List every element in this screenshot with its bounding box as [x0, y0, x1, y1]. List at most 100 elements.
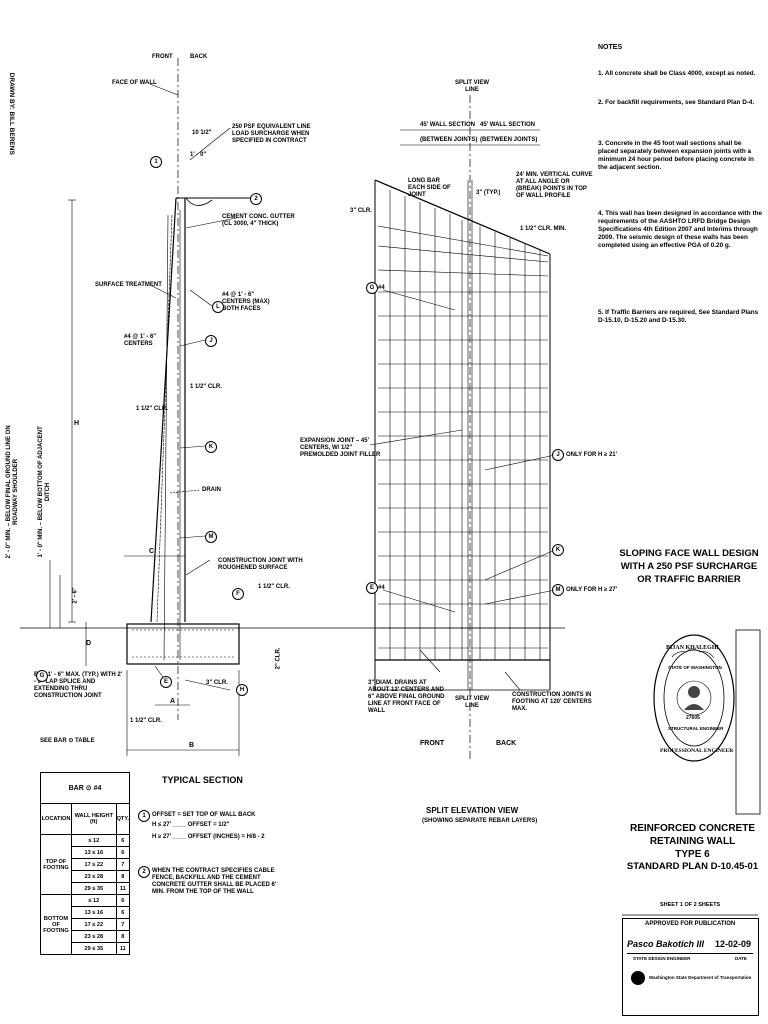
notes-title: NOTES — [598, 44, 623, 51]
bar-table-header-qty: QTY. — [115, 803, 131, 835]
typ-label: 3" (TYP.) — [476, 190, 501, 196]
offset-note-2: H ≤ 27' ____ OFFSET = 1/2" — [152, 822, 230, 828]
only-for-j-label: ONLY FOR H ≥ 21' — [566, 452, 618, 458]
marker-offset-1: 1 — [138, 810, 150, 822]
offset-note-1: OFFSET = SET TOP OF WALL BACK — [152, 812, 256, 818]
engineer-seal — [653, 634, 735, 762]
marker-1: 1 — [150, 156, 162, 168]
marker-elev-j: J — [552, 449, 564, 461]
typical-section-title: TYPICAL SECTION — [162, 775, 243, 785]
dim-1-0-label: 1' - 0" — [190, 152, 207, 158]
expansion-joint-note: EXPANSION JOINT – 45' CENTERS, W/ 1/2" P… — [300, 438, 381, 458]
table-cell: 8 — [115, 870, 131, 883]
bar-b-note: B @ 1' - 6" MAX. (TYP.) WITH 2' - 0" LAP… — [34, 672, 123, 699]
wall-section-left: 45' WALL SECTION — [420, 122, 475, 128]
table-cell: 29 ≤ 35 — [71, 882, 117, 895]
offset-note-3: H ≥ 27' ____ OFFSET (inches) = H/8 - 2 — [152, 834, 265, 840]
bar-table: BAR ⊙ #4 LOCATION WALL HEIGHT (ft) QTY. … — [40, 772, 131, 955]
table-cell: 6 — [115, 906, 131, 919]
table-cell: 11 — [115, 942, 131, 955]
bar-table-header-height: WALL HEIGHT (ft) — [71, 803, 117, 835]
table-cell: 13 ≤ 16 — [71, 846, 117, 859]
seal-number: 27605 — [686, 715, 700, 721]
dim-a-label: A — [170, 698, 176, 705]
marker-elev-k: K — [552, 544, 564, 556]
table-cell: ≤ 12 — [71, 894, 117, 907]
table-cell: 23 ≤ 28 — [71, 870, 117, 883]
sheet-label: SHEET 1 OF 2 SHEETS — [660, 902, 721, 908]
plan-title-line-2: RETAINING WALL — [649, 836, 736, 847]
seal-state: STATE OF WASHINGTON — [668, 665, 722, 670]
e4-bot-label: #4 — [378, 585, 385, 591]
long-bar-note: LONG BAR EACH SIDE OF JOINT — [408, 178, 451, 198]
dim-h-label: H — [74, 420, 80, 427]
approval-agency: Washington State Department of Transport… — [649, 975, 752, 980]
dim-10-label: 10 1/2" — [192, 130, 212, 136]
marker-l: L — [212, 301, 224, 313]
table-cell: 8 — [115, 930, 131, 943]
table-cell: 29 ≤ 35 — [71, 942, 117, 955]
table-cell: 11 — [115, 882, 131, 895]
table-cell: 7 — [115, 918, 131, 931]
split-view-line-label-2: SPLIT VIEW LINE — [454, 696, 489, 709]
bar-min-note: 2' - 0" MIN. – BELOW FINAL GROUND LINE O… — [6, 425, 19, 559]
section-back-label: BACK — [190, 54, 208, 60]
see-bar-label: SEE BAR ⊙ TABLE — [40, 738, 95, 744]
split-elevation-title: SPLIT ELEVATION VIEW — [426, 806, 519, 815]
design-title-line-3: OR TRAFFIC BARRIER — [637, 573, 741, 585]
table-cell: 23 ≤ 28 — [71, 930, 117, 943]
plan-title-line-4: STANDARD PLAN D-10.45-01 — [626, 861, 759, 872]
approval-date: 12-02-09 — [715, 939, 752, 949]
between-joints-left: (BETWEEN JOINTS) — [420, 137, 478, 143]
signature-line — [627, 953, 753, 954]
drain-label: DRAIN — [202, 487, 221, 493]
l-bars-note: #4 @ 1' - 6" CENTERS (MAX) BOTH FACES — [222, 292, 270, 312]
e4-top-label: #4 — [378, 285, 385, 291]
only-for-m-label: ONLY FOR H ≥ 27' — [566, 587, 618, 593]
wall-section-right: 45' WALL SECTION — [480, 122, 535, 128]
clr-2-label: 2" CLR. — [275, 647, 282, 670]
table-cell: 17 ≤ 22 — [71, 918, 117, 931]
dim-b-label: B — [189, 742, 195, 749]
marker-h: H — [236, 684, 248, 696]
note-3: 3. Concrete in the 45 foot wall sections… — [598, 140, 754, 171]
gutter-note: CEMENT CONC. GUTTER (CL 3000, 4" THICK) — [222, 214, 295, 227]
plan-title: REINFORCED CONCRETE RETAINING WALL TYPE … — [620, 822, 765, 873]
construction-joint-note: CONSTRUCTION JOINT WITH ROUGHENED SURFAC… — [218, 558, 303, 571]
dim-c-label: C — [149, 548, 155, 555]
table-cell: 13 ≤ 16 — [71, 906, 117, 919]
bar-min2-note: 1' - 0" MIN. – BELOW BOTTOM OF ADJACENT … — [38, 426, 51, 558]
split-view-line-label: SPLIT VIEW LINE — [454, 80, 489, 93]
bar-table-header-location: LOCATION — [40, 803, 72, 835]
plan-title-line-1: REINFORCED CONCRETE — [629, 823, 755, 834]
clr-112c-label: 1 1/2" CLR. — [258, 584, 290, 590]
plan-title-line-3: TYPE 6 — [675, 849, 710, 860]
elevation-back-label: BACK — [496, 740, 517, 747]
approval-signer-title: STATE DESIGN ENGINEER — [633, 956, 691, 961]
bar-table-location-top: TOP OF FOOTING — [40, 834, 72, 895]
approval-block: APPROVED FOR PUBLICATION Pasco Bakotich … — [622, 918, 759, 1016]
bars-4-note: #4 @ 1' - 6" CENTERS — [124, 334, 157, 347]
elevation-front-label: FRONT — [420, 740, 445, 747]
marker-elev-g: G — [366, 282, 378, 294]
clr-112-elev-label: 1 1/2" CLR. MIN. — [520, 226, 567, 232]
note-5: 5. If Traffic Barriers are required, See… — [598, 309, 759, 324]
marker-f: F — [232, 588, 244, 600]
split-elevation-subtitle: (SHOWING SEPARATE REBAR LAYERS) — [422, 818, 538, 824]
approved-label: APPROVED FOR PUBLICATION — [645, 921, 736, 927]
section-front-label: FRONT — [152, 54, 173, 60]
marker-elev-m: M — [552, 584, 564, 596]
table-cell: 17 ≤ 22 — [71, 858, 117, 871]
approval-signer: Pasco Bakotich III — [627, 939, 705, 949]
note-1: 1. All concrete shall be Class 4000, exc… — [598, 70, 756, 77]
table-cell: 6 — [115, 894, 131, 907]
bar-table-location-bottom: BOTTOM OF FOOTING — [40, 894, 72, 955]
note-2: 2. For backfill requirements, see Standa… — [598, 99, 755, 106]
bar-2-6-label: 2' - 6" — [72, 587, 79, 604]
clr-3-elev-label: 3" CLR. — [350, 208, 372, 214]
table-cell: 7 — [115, 858, 131, 871]
clr-112d-label: 1 1/2" CLR. — [130, 718, 162, 724]
marker-offset-2: 2 — [138, 866, 150, 878]
construction-joints-note: CONSTRUCTION JOINTS IN FOOTING AT 120' C… — [512, 692, 592, 712]
